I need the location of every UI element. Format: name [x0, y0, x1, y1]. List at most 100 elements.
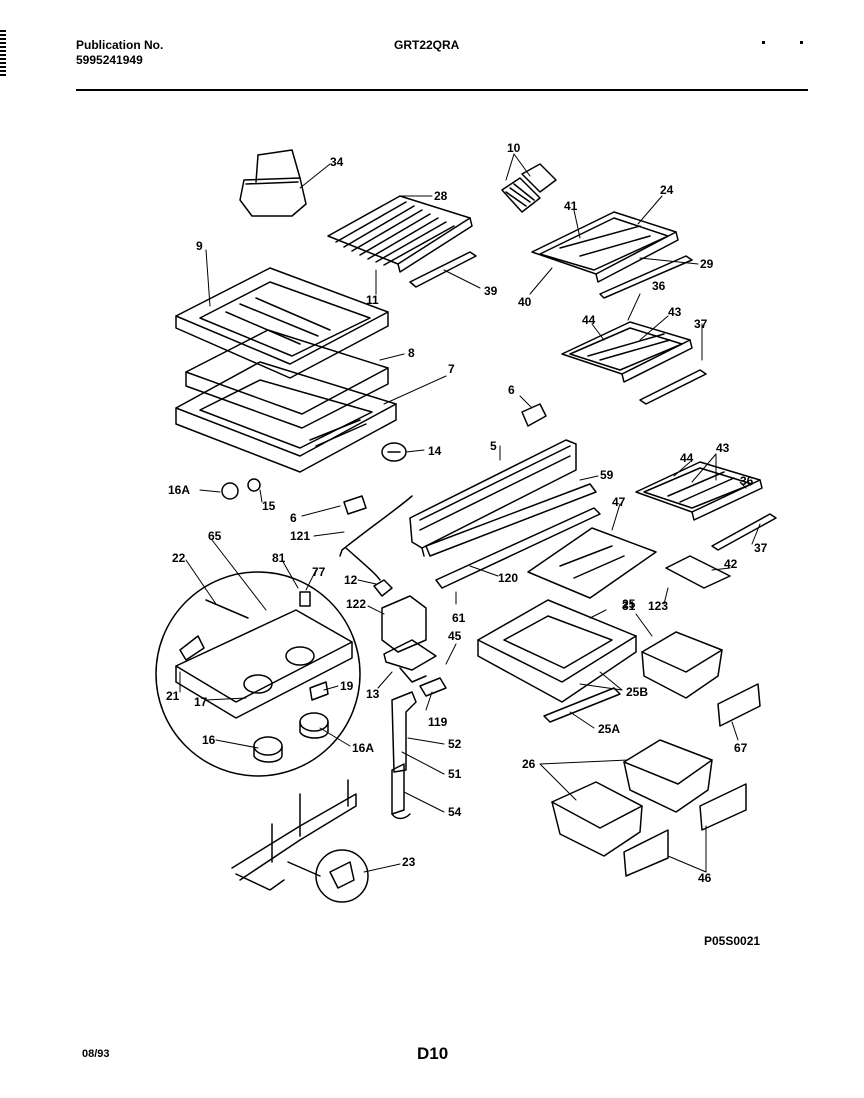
crisper-bin-part: [551, 739, 713, 857]
light-socket-part: [373, 579, 393, 597]
callout-label: 43: [716, 441, 730, 455]
callout-label: 37: [694, 317, 708, 331]
drawer-handle-part: [623, 829, 669, 877]
callout-label: 120: [498, 571, 518, 585]
callout-label: 54: [448, 805, 462, 819]
publication-label: Publication No.: [76, 38, 164, 52]
callout-label: 25A: [598, 722, 620, 736]
callout-label: 42: [724, 557, 738, 571]
callout-label: 22: [172, 551, 186, 565]
glass-shelf-lower-part: [635, 461, 763, 521]
callout-label: 12: [344, 573, 358, 587]
detail-inset-part: [155, 571, 361, 777]
glass-panel-part: [527, 527, 657, 599]
callout-label: 119: [428, 715, 448, 729]
callout-label: 16A: [168, 483, 190, 497]
trim-strip-part: [543, 687, 621, 723]
callout-label: 8: [408, 346, 415, 360]
callout-label: 6: [508, 383, 515, 397]
callout-label: 13: [366, 687, 380, 701]
callout-label: 34: [330, 155, 344, 169]
air-duct-part: [391, 691, 417, 820]
callout-label: 7: [448, 362, 455, 376]
revision-date: 08/93: [82, 1048, 110, 1060]
callout-label: 77: [312, 565, 326, 579]
callout-label: 16: [202, 733, 216, 747]
callout-label: 36: [740, 474, 754, 488]
drawer-handle-part: [717, 683, 761, 727]
model-number: GRT22QRA: [394, 38, 460, 52]
callout-label: 23: [402, 855, 416, 869]
callout-label: 51: [448, 767, 462, 781]
callout-label: 81: [272, 551, 286, 565]
shelf-grille-part: [327, 195, 473, 273]
callout-label: 67: [734, 741, 748, 755]
callout-label: 15: [262, 499, 276, 513]
speck: [762, 41, 765, 44]
trim-strip-part: [409, 251, 477, 288]
callout-label: 39: [484, 284, 498, 298]
crisper-drawer-part: [641, 631, 723, 699]
callout-label: 6: [290, 511, 297, 525]
callout-label: 46: [698, 871, 712, 885]
callout-label: 36: [652, 279, 666, 293]
glass-panel-part: [559, 545, 625, 579]
callout-label: 59: [600, 468, 614, 482]
callout-label: 44: [680, 451, 694, 465]
trim-strip-part: [711, 513, 777, 551]
light-socket-part: [221, 478, 261, 500]
header-rule: [76, 89, 808, 91]
callout-label: 65: [208, 529, 222, 543]
callout-label: 14: [428, 444, 442, 458]
callout-label: 121: [290, 529, 310, 543]
glass-shelf-upper-part: [531, 211, 679, 283]
fan-blade-part: [501, 163, 557, 213]
callout-label: 29: [700, 257, 714, 271]
callout-label: 17: [194, 695, 208, 709]
callout-label: 26: [522, 757, 536, 771]
callout-label: 19: [340, 679, 354, 693]
wire-harness-part: [339, 495, 413, 581]
callout-label: 25: [622, 597, 636, 611]
freezer-shelf-assembly-part: [175, 267, 397, 473]
callout-label: 123: [648, 599, 668, 613]
callout-label: 52: [448, 737, 462, 751]
callout-label: 10: [507, 141, 521, 155]
publication-number: 5995241949: [76, 53, 143, 67]
callout-label: 41: [564, 199, 578, 213]
rail-end-part: [665, 555, 731, 589]
callout-label: 122: [346, 597, 366, 611]
scan-edge-marks: [0, 30, 6, 78]
callout-label: 11: [366, 293, 379, 307]
cabinet-corner-part: [231, 779, 369, 903]
callout-label: 61: [452, 611, 466, 625]
callout-label: 43: [668, 305, 682, 319]
callout-label: 28: [434, 189, 448, 203]
control-knob-part: [381, 442, 407, 462]
callout-label: 21: [166, 689, 180, 703]
bracket-part: [343, 495, 367, 515]
bracket-part: [521, 403, 547, 427]
callout-label: 37: [754, 541, 768, 555]
door-bin-part: [239, 149, 307, 217]
callout-label: 44: [582, 313, 596, 327]
trim-strip-part: [639, 369, 707, 405]
callout-label: 40: [518, 295, 532, 309]
callout-label: 5: [490, 439, 497, 453]
callout-label: 24: [660, 183, 674, 197]
callout-label: 25B: [626, 685, 648, 699]
callout-label: 31: [622, 599, 636, 613]
glass-shelf-mid-part: [561, 321, 693, 383]
figure-code: P05S0021: [704, 934, 761, 948]
callout-label: 45: [448, 629, 462, 643]
trim-strip-part: [599, 255, 693, 299]
callout-label: 16A: [352, 741, 374, 755]
crisper-frame-part: [477, 599, 637, 703]
shelf-rail-part: [409, 439, 601, 589]
callout-label: 47: [612, 495, 626, 509]
damper-housing-part: [381, 595, 447, 697]
page-code: D10: [417, 1044, 449, 1063]
drawer-handle-part: [699, 783, 747, 831]
speck: [800, 41, 803, 44]
